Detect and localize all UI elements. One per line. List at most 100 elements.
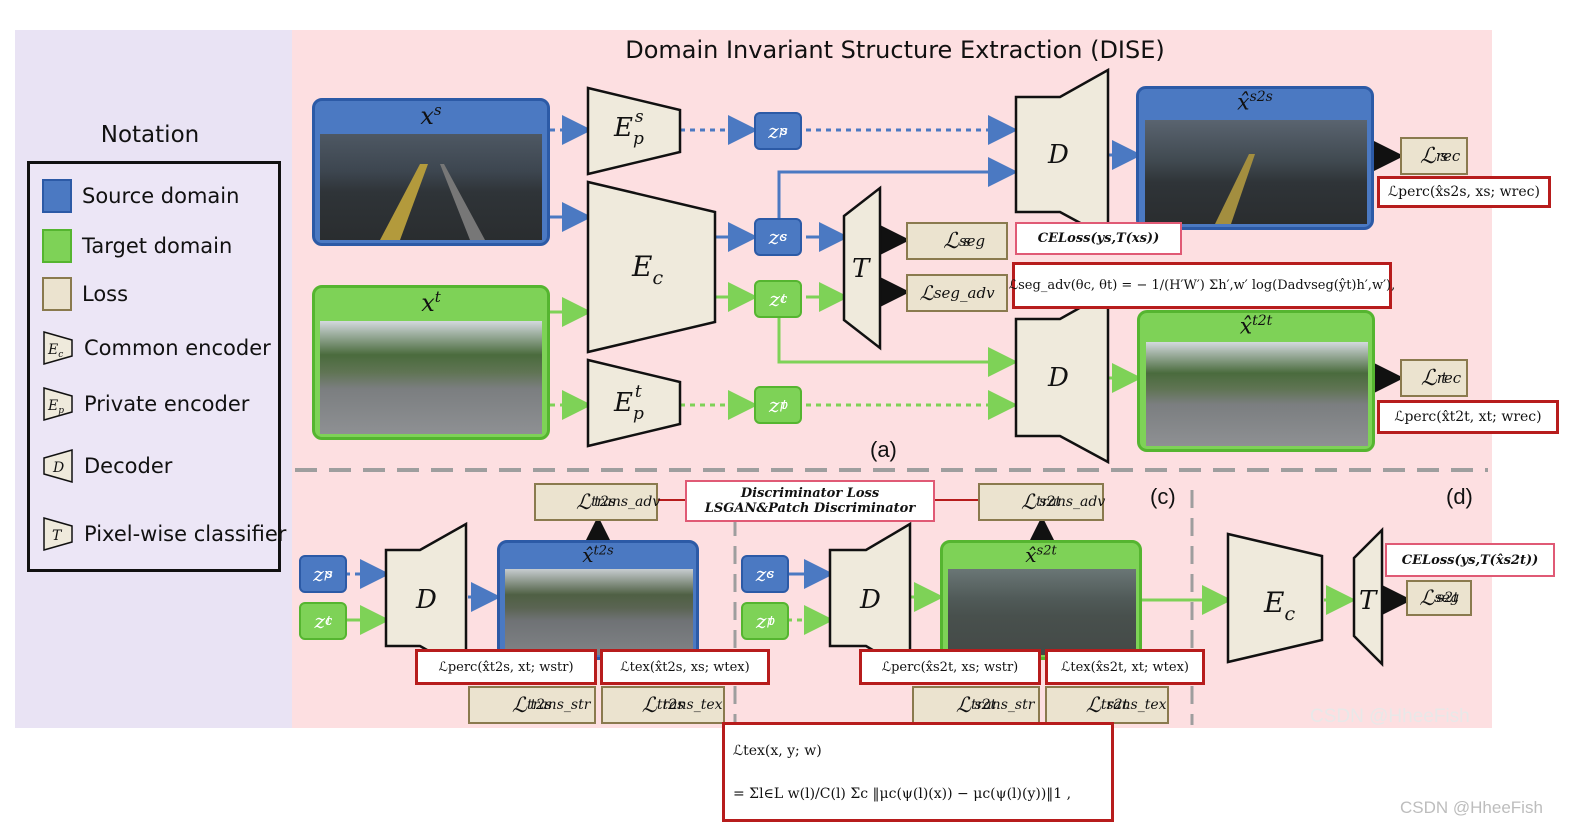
t-label-a: T: [852, 254, 871, 284]
translated-s2t-photo: [948, 569, 1136, 655]
notation-item-target: Target domain: [42, 228, 232, 264]
private-encoder-source: [586, 86, 682, 176]
common-encoder-icon: Ec: [43, 331, 73, 365]
xt2s-label: x̂t2s: [582, 543, 614, 567]
private-encoder-icon: Ep: [43, 387, 73, 421]
ec-label: Ec: [631, 250, 663, 289]
perc-s2t-box: ℒperc(x̂s2t, xs; wstr): [859, 649, 1041, 685]
xs2t-label: x̂s2t: [1025, 543, 1057, 567]
d-label-t2s: D: [415, 585, 437, 615]
road-lines: [1215, 154, 1255, 224]
watermark-outer: CSDN @HheeFish: [1400, 798, 1543, 817]
dise-title: Domain Invariant Structure Extraction (D…: [625, 36, 1165, 64]
d-label-s2t: D: [859, 585, 881, 615]
classifier-t-d: [1352, 526, 1384, 668]
tex-t2s-box: ℒtex(x̂t2s, xs; wtex): [600, 649, 770, 685]
celoss-s2t-box: CELoss(ys,T(x̂s2t)): [1385, 543, 1555, 577]
translated-s2t-card: x̂s2t: [940, 540, 1142, 660]
classifier-icon: T: [43, 517, 73, 551]
recon-target-photo: [1146, 342, 1368, 446]
panel-label-a: (a): [870, 437, 897, 462]
source-swatch: [42, 179, 72, 213]
svg-text:D: D: [52, 460, 64, 476]
disc-loss-line1: Discriminator Loss: [740, 486, 880, 501]
notation-label: Private encoder: [84, 392, 250, 416]
decoder-target: [1014, 289, 1110, 465]
xt-label: xt: [421, 288, 441, 317]
notation-title: Notation: [100, 122, 200, 148]
decoder-icon: D: [43, 449, 73, 483]
classifier-t-a: [842, 185, 882, 351]
private-encoder-target: [586, 358, 682, 448]
target-image-card: xt: [312, 285, 550, 440]
tex-formula-box: ℒtex(x, y; w) = Σl∈L w(l)/C(l) Σc ‖μc(ψ(…: [722, 722, 1114, 822]
notation-item-decoder: D Decoder: [42, 448, 172, 484]
notation-label: Target domain: [82, 234, 233, 258]
road-lines: [380, 164, 485, 240]
t-label-d: T: [1359, 586, 1378, 616]
recon-source-card: x̂s2s: [1136, 86, 1374, 230]
translated-t2s-photo: [505, 569, 693, 655]
perc-t2t-box: ℒperc(x̂t2t, xt; wrec): [1377, 400, 1559, 434]
xs-label: xs: [420, 101, 442, 130]
notation-label: Common encoder: [84, 336, 271, 360]
perc-s2s-box: ℒperc(x̂s2s, xs; wrec): [1377, 176, 1551, 208]
notation-item-loss: Loss: [42, 276, 128, 312]
notation-label: Source domain: [82, 184, 240, 208]
common-encoder-d: [1226, 532, 1324, 664]
xs2s-label: x̂s2s: [1237, 89, 1273, 116]
tex-s2t-box: ℒtex(x̂s2t, xt; wtex): [1045, 649, 1205, 685]
xt2t-label: x̂t2t: [1239, 313, 1273, 340]
celoss-s-box: CELoss(ys,T(xs)): [1015, 222, 1182, 255]
translated-t2s-card: x̂t2s: [497, 540, 699, 660]
seg-adv-formula-box: ℒseg_adv(θc, θt) = − 1/(H′W′) Σh′,w′ log…: [1009, 262, 1395, 309]
loss-swatch: [42, 277, 72, 311]
d-label-target: D: [1047, 363, 1069, 393]
tex-formula-line2: = Σl∈L w(l)/C(l) Σc ‖μc(ψ(l)(x)) − μc(ψ(…: [733, 785, 1072, 802]
arrow-zcs-d: [777, 157, 1018, 218]
source-image-card: xs: [312, 98, 550, 246]
d-label-source: D: [1047, 140, 1069, 170]
tex-formula-line1: ℒtex(x, y; w): [733, 742, 822, 759]
source-road-photo: [320, 134, 542, 240]
notation-label: Loss: [82, 282, 129, 306]
target-swatch: [42, 229, 72, 263]
notation-box: Source domain Target domain Loss Ec Comm…: [27, 161, 286, 572]
notation-label: Pixel-wise classifier: [84, 522, 287, 546]
perc-t2s-box: ℒperc(x̂t2s, xt; wstr): [415, 649, 597, 685]
disc-loss-line2: LSGAN&Patch Discriminator: [704, 501, 916, 516]
notation-item-common-encoder: Ec Common encoder: [42, 330, 271, 366]
notation-label: Decoder: [84, 454, 173, 478]
notation-item-source: Source domain: [42, 178, 239, 214]
recon-target-card: x̂t2t: [1137, 310, 1375, 452]
common-encoder: [586, 180, 717, 354]
svg-text:T: T: [52, 528, 63, 544]
arrow-zct-d: [777, 317, 1018, 377]
watermark-inner: CSDN @HheeFish: [1310, 706, 1470, 727]
target-road-photo: [320, 321, 542, 434]
recon-source-photo: [1145, 120, 1367, 224]
notation-item-classifier: T Pixel-wise classifier: [42, 516, 286, 552]
notation-item-private-encoder: Ep Private encoder: [42, 386, 249, 422]
